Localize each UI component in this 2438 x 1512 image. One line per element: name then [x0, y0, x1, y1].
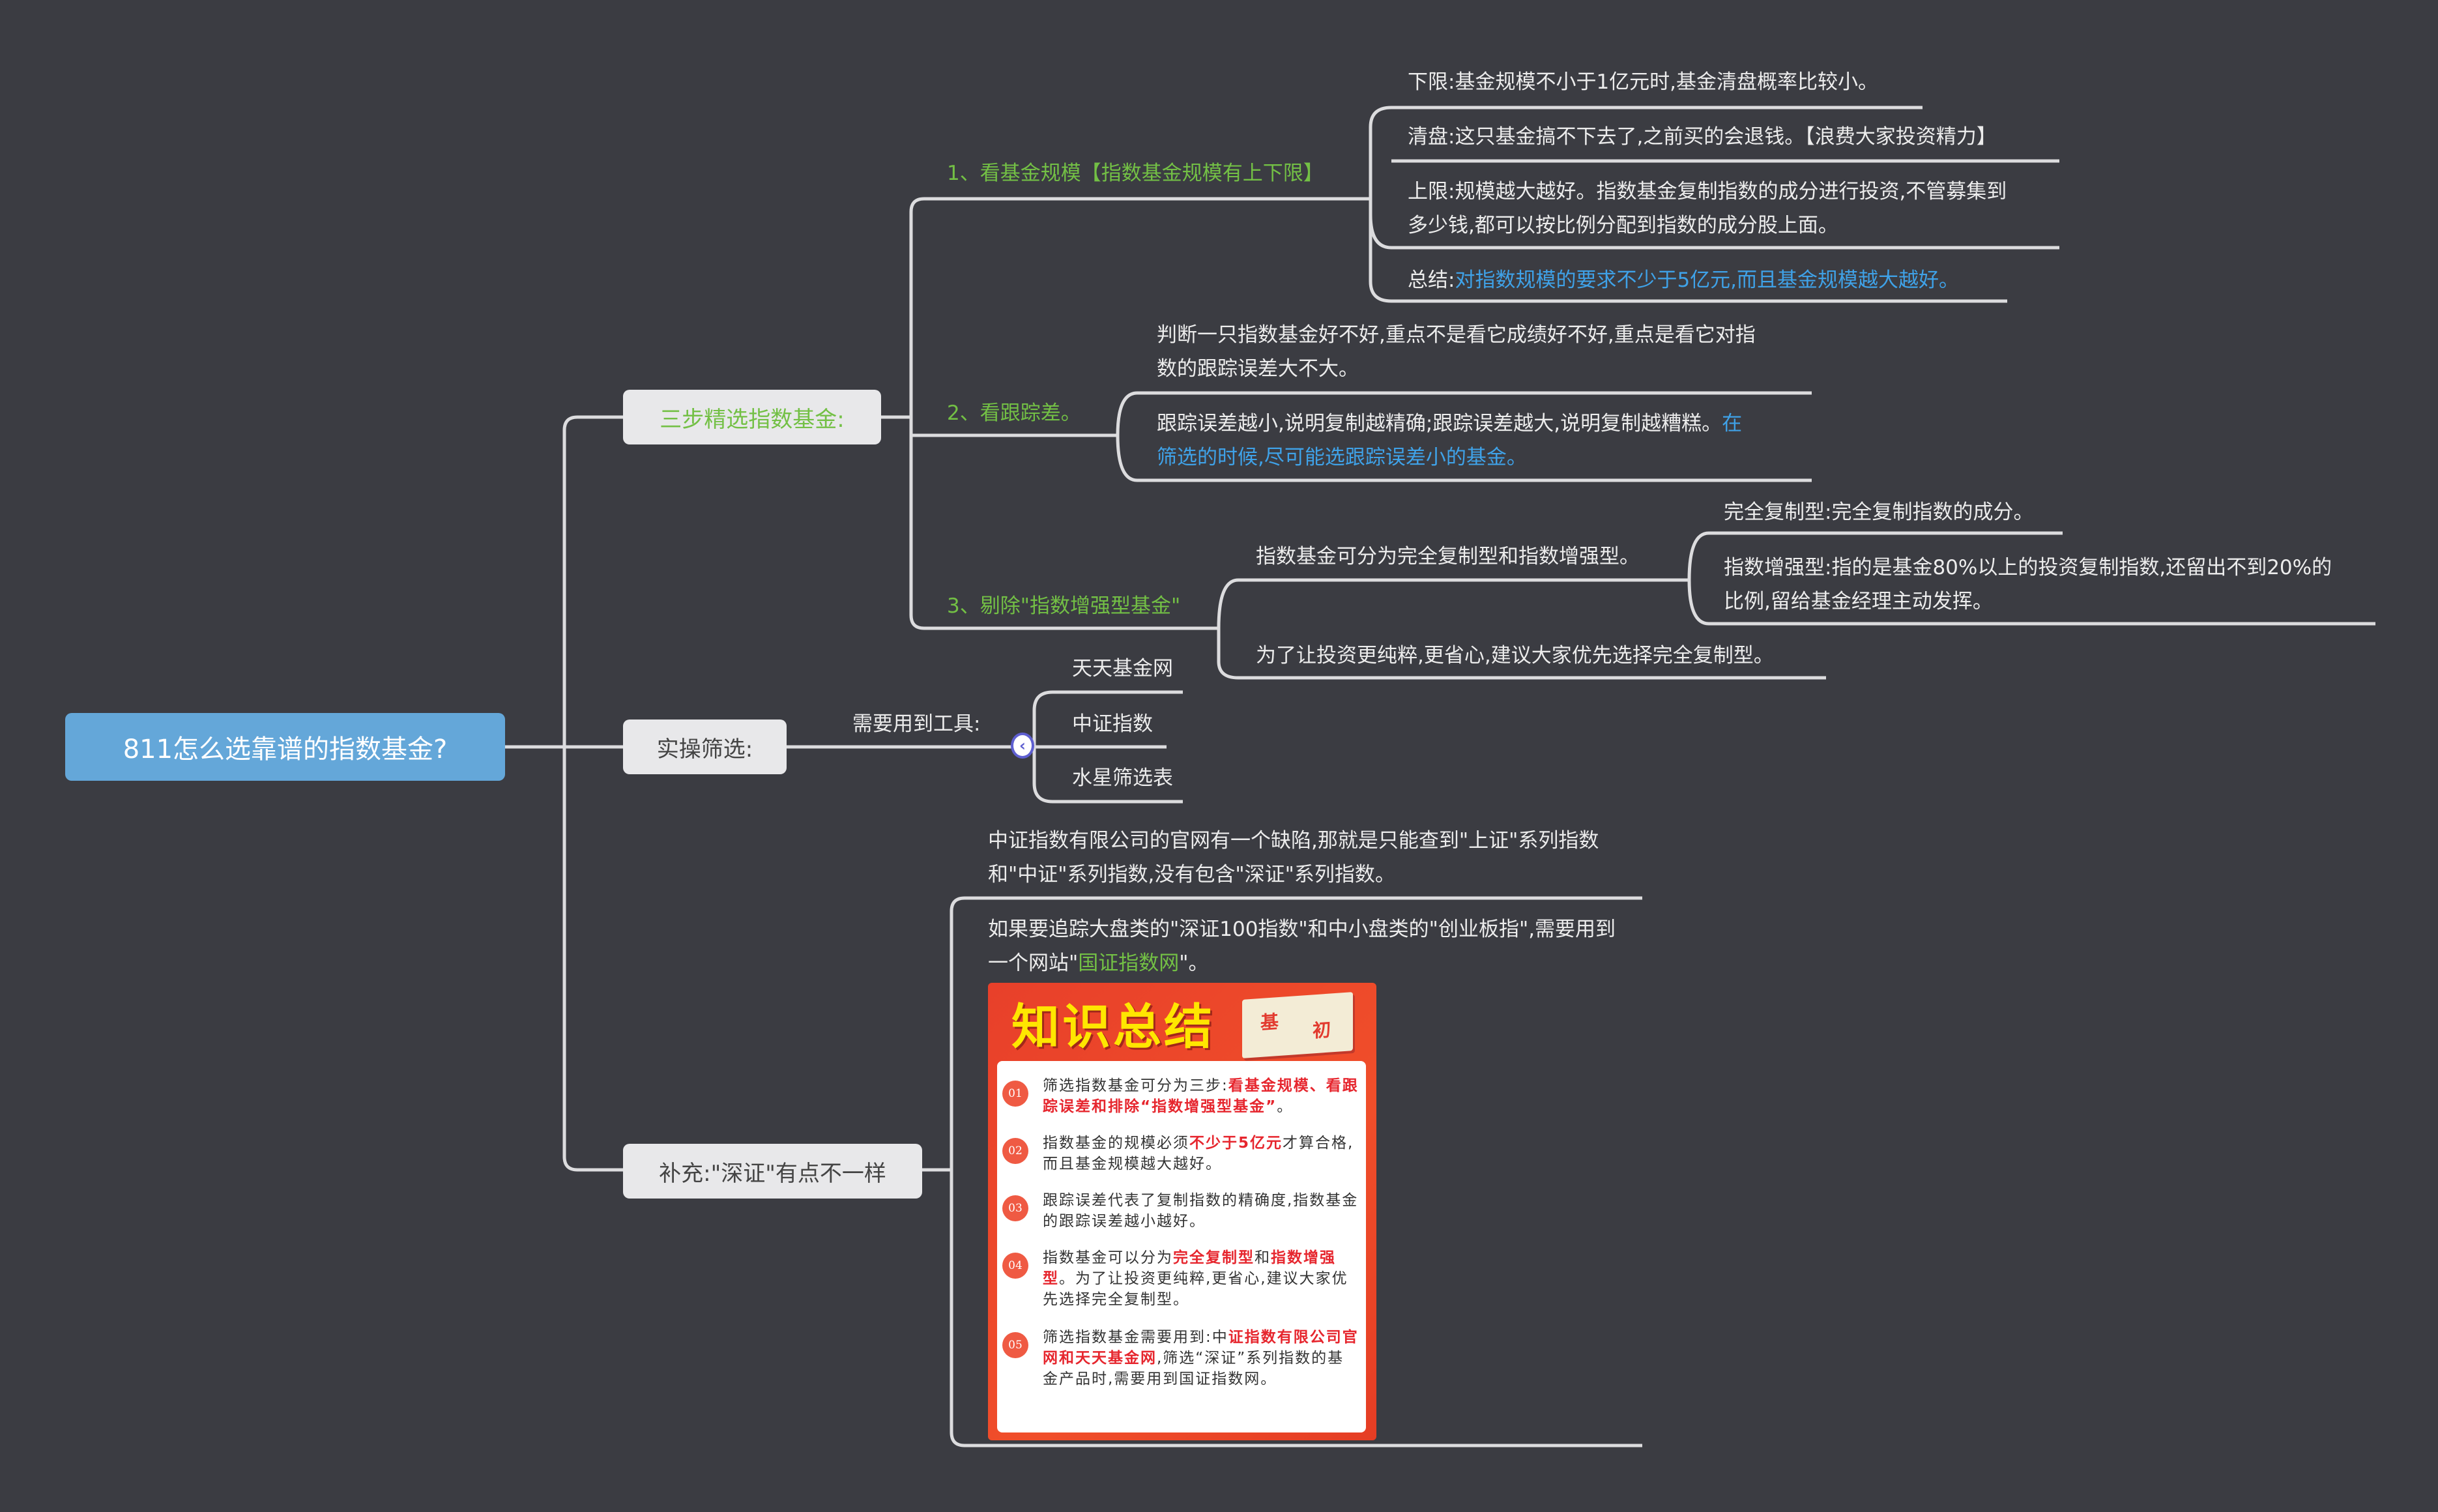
card-item-highlight: 不少于5亿元	[1189, 1135, 1283, 1152]
supplement-note-2[interactable]: 如果要追踪大盘类的"深证100指数"和中小盘类的"创业板指",需要用到 一个网站…	[988, 912, 1616, 980]
book-char: 初	[1313, 1019, 1331, 1042]
step3-label[interactable]: 3、剔除"指数增强型基金"	[947, 594, 1181, 618]
step1-upper-limit-line2: 多少钱,都可以按比例分配到指数的成分股上面。	[1408, 214, 1838, 237]
node-supplement[interactable]: 补充:"深证"有点不一样	[623, 1144, 922, 1199]
step2-tracking-line1: 跟踪误差越小,说明复制越精确;跟踪误差越大,说明复制越糟糕。	[1157, 412, 1722, 435]
step2-tracking-error[interactable]: 跟踪误差越小,说明复制越精确;跟踪误差越大,说明复制越糟糕。在 筛选的时候,尽可…	[1157, 407, 1742, 474]
card-item-highlight: 指数增强型	[1043, 1249, 1336, 1287]
card-item-number: 04	[1002, 1253, 1028, 1279]
step3-types[interactable]: 指数基金可分为完全复制型和指数增强型。	[1256, 545, 1640, 568]
card-item-plain: 指数基金的规模必须	[1043, 1135, 1189, 1152]
book-char: 基	[1260, 1011, 1279, 1034]
step2-tracking-line2: 筛选的时候,尽可能选跟踪误差小的基金。	[1157, 446, 1527, 469]
step1-upper-limit-line1: 上限:规模越大越好。指数基金复制指数的成分进行投资,不管募集到	[1408, 180, 2007, 203]
supplement-note-1-line1: 中证指数有限公司的官网有一个缺陷,那就是只能查到"上证"系列指数	[988, 829, 1599, 852]
step1-upper-limit[interactable]: 上限:规模越大越好。指数基金复制指数的成分进行投资,不管募集到 多少钱,都可以按…	[1408, 175, 2007, 242]
card-item-plain: 指数基金可以分为	[1043, 1249, 1173, 1266]
tool-item[interactable]: 中证指数	[1072, 712, 1153, 736]
card-item-highlight: 看基金规模、看跟踪误差和排除“指数增强型基金”	[1043, 1077, 1359, 1115]
chevron-left-icon: ‹	[1019, 736, 1026, 755]
step2-tracking-line1-highlight: 在	[1722, 412, 1743, 435]
step3-recommendation[interactable]: 为了让投资更纯粹,更省心,建议大家优先选择完全复制型。	[1256, 644, 1774, 667]
step2-judgement[interactable]: 判断一只指数基金好不好,重点不是看它成绩好不好,重点是看它对指 数的跟踪误差大不…	[1157, 318, 1756, 386]
step2-judgement-line1: 判断一只指数基金好不好,重点不是看它成绩好不好,重点是看它对指	[1157, 323, 1756, 347]
card-item-plain: 。为了让投资更纯粹,更省心,建议大家优先选择完全复制型。	[1043, 1270, 1348, 1308]
collapse-toggle-button[interactable]: ‹	[1011, 733, 1034, 759]
step1-summary[interactable]: 总结:对指数规模的要求不少于5亿元,而且基金规模越大越好。	[1408, 263, 1959, 297]
card-item-text: 指数基金可以分为完全复制型和指数增强型。为了让投资更纯粹,更省心,建议大家优先选…	[1043, 1247, 1359, 1310]
step3-enhanced[interactable]: 指数增强型:指的是基金80%以上的投资复制指数,还留出不到20%的 比例,留给基…	[1724, 551, 2332, 618]
root-node[interactable]: 811怎么选靠谱的指数基金?	[65, 713, 505, 781]
step3-enhanced-line2: 比例,留给基金经理主动发挥。	[1724, 590, 1993, 613]
step1-summary-highlight: 对指数规模的要求不少于5亿元,而且基金规模越大越好。	[1455, 269, 1960, 292]
card-item-number: 02	[1002, 1138, 1028, 1164]
supplement-note-2-line1: 如果要追踪大盘类的"深证100指数"和中小盘类的"创业板指",需要用到	[988, 918, 1616, 941]
supplement-note-2-suffix: "。	[1179, 952, 1209, 975]
card-item-plain: 跟踪误差代表了复制指数的精确度,指数基金的跟踪误差越小越好。	[1043, 1192, 1359, 1230]
supplement-note-1[interactable]: 中证指数有限公司的官网有一个缺陷,那就是只能查到"上证"系列指数 和"中证"系列…	[988, 824, 1599, 892]
node-supplement-label: 补充:"深证"有点不一样	[659, 1160, 886, 1187]
card-item-plain: 。	[1277, 1098, 1294, 1115]
step1-lower-limit[interactable]: 下限:基金规模不小于1亿元时,基金清盘概率比较小。	[1408, 70, 1879, 94]
card-item-number: 01	[1002, 1081, 1028, 1107]
step3-full-replication[interactable]: 完全复制型:完全复制指数的成分。	[1724, 501, 2034, 524]
root-title: 811怎么选靠谱的指数基金?	[123, 734, 448, 764]
node-three-steps[interactable]: 三步精选指数基金:	[623, 390, 881, 444]
card-item-plain: 才算合格,而且基金规模越大越好。	[1043, 1135, 1354, 1172]
card-item-number: 05	[1002, 1332, 1028, 1358]
step1-label[interactable]: 1、看基金规模【指数基金规模有上下限】	[947, 162, 1324, 185]
step2-label[interactable]: 2、看跟踪差。	[947, 401, 1081, 425]
card-item-text: 指数基金的规模必须不少于5亿元才算合格,而且基金规模越大越好。	[1043, 1133, 1359, 1174]
card-item-plain: 筛选指数基金需要用到:中	[1043, 1329, 1228, 1346]
supplement-note-2-highlight: 国证指数网	[1078, 952, 1180, 975]
card-item-text: 跟踪误差代表了复制指数的精确度,指数基金的跟踪误差越小越好。	[1043, 1190, 1359, 1232]
step2-judgement-line2: 数的跟踪误差大不大。	[1157, 357, 1359, 381]
supplement-note-1-line2: 和"中证"系列指数,没有包含"深证"系列指数。	[988, 863, 1395, 886]
card-item-plain: ,筛选“深证”系列指数的基金产品时,需要用到国证指数网。	[1043, 1350, 1344, 1388]
supplement-note-2-prefix: 一个网站"	[988, 952, 1079, 975]
tool-item[interactable]: 水星筛选表	[1072, 766, 1173, 790]
connector-steps	[909, 197, 1219, 630]
card-body: 01 筛选指数基金可分为三步:看基金规模、看跟踪误差和排除“指数增强型基金”。 02…	[997, 1061, 1366, 1432]
card-item-highlight: 证指数有限公司官网和天天基金网	[1043, 1329, 1359, 1367]
card-title: 知识总结	[1011, 999, 1215, 1055]
book-icon: 基 初	[1242, 992, 1353, 1058]
step3-enhanced-line1: 指数增强型:指的是基金80%以上的投资复制指数,还留出不到20%的	[1724, 556, 2332, 579]
knowledge-summary-image: 知识总结 基 初 01 筛选指数基金可分为三步:看基金规模、看跟踪误差和排除“指数…	[988, 983, 1376, 1440]
step1-liquidation[interactable]: 清盘:这只基金搞不下去了,之前买的会退钱。【浪费大家投资精力】	[1408, 125, 1997, 149]
tool-item[interactable]: 天天基金网	[1072, 657, 1173, 680]
card-item-plain: 和	[1255, 1249, 1271, 1266]
tools-label[interactable]: 需要用到工具:	[852, 712, 981, 736]
connector-trunk	[562, 415, 623, 1172]
card-item-text: 筛选指数基金需要用到:中证指数有限公司官网和天天基金网,筛选“深证”系列指数的基…	[1043, 1327, 1359, 1389]
card-item-text: 筛选指数基金可分为三步:看基金规模、看跟踪误差和排除“指数增强型基金”。	[1043, 1075, 1359, 1117]
card-item-highlight: 完全复制型	[1173, 1249, 1255, 1266]
card-item-number: 03	[1002, 1195, 1028, 1221]
step1-summary-prefix: 总结:	[1408, 269, 1455, 292]
node-practice-label: 实操筛选:	[656, 736, 753, 763]
node-practice[interactable]: 实操筛选:	[623, 720, 787, 774]
card-item-plain: 筛选指数基金可分为三步:	[1043, 1077, 1228, 1094]
node-three-steps-label: 三步精选指数基金:	[660, 406, 845, 433]
